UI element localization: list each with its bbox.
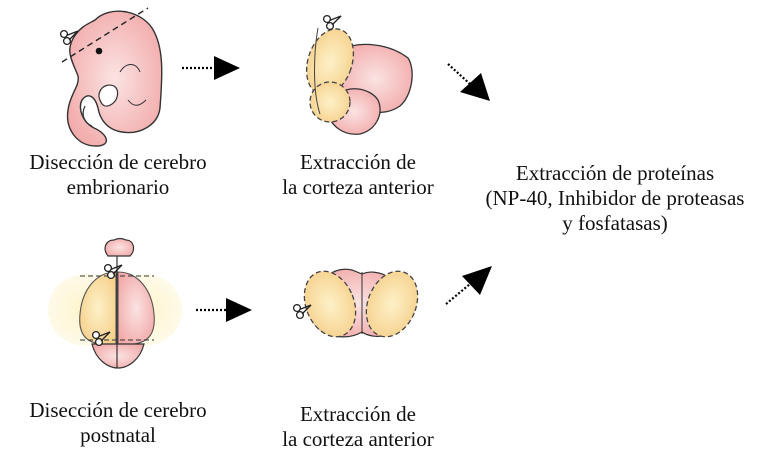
embryo-illustration: [59, 7, 163, 147]
label-line: Disección de cerebro: [29, 398, 207, 422]
label-line: Extracción de: [299, 150, 417, 174]
label-line: la corteza anterior: [282, 175, 434, 199]
label-line: y fosfatasas): [562, 211, 668, 235]
label-embryonic-dissection: Disección de cerebro embrionario: [20, 150, 216, 200]
postnatal-brain-illustration: [48, 237, 182, 369]
label-protein-extraction: Extracción de proteínas (NP-40, Inhibido…: [465, 161, 765, 236]
scissors-icon: [322, 14, 342, 31]
label-postnatal-extraction: Extracción de la corteza anterior: [268, 402, 448, 452]
label-line: (NP-40, Inhibidor de proteasas: [485, 186, 745, 210]
label-embryonic-extraction: Extracción de la corteza anterior: [268, 150, 448, 200]
dotted-arrow-icon: [447, 63, 490, 101]
label-line: Disección de cerebro: [29, 150, 207, 174]
label-line: embrionario: [66, 175, 170, 199]
embryonic-cortex-illustration: [305, 14, 413, 135]
label-line: la corteza anterior: [282, 427, 434, 451]
postnatal-cortex-illustration: [292, 268, 419, 338]
dotted-arrow-icon: [445, 266, 492, 305]
dotted-arrow-icon: [196, 298, 252, 322]
dotted-arrow-icon: [182, 56, 240, 80]
label-postnatal-dissection: Disección de cerebro postnatal: [20, 398, 216, 448]
label-line: Extracción de proteínas: [515, 161, 715, 185]
label-line: Extracción de: [299, 402, 417, 426]
label-line: postnatal: [80, 423, 156, 447]
